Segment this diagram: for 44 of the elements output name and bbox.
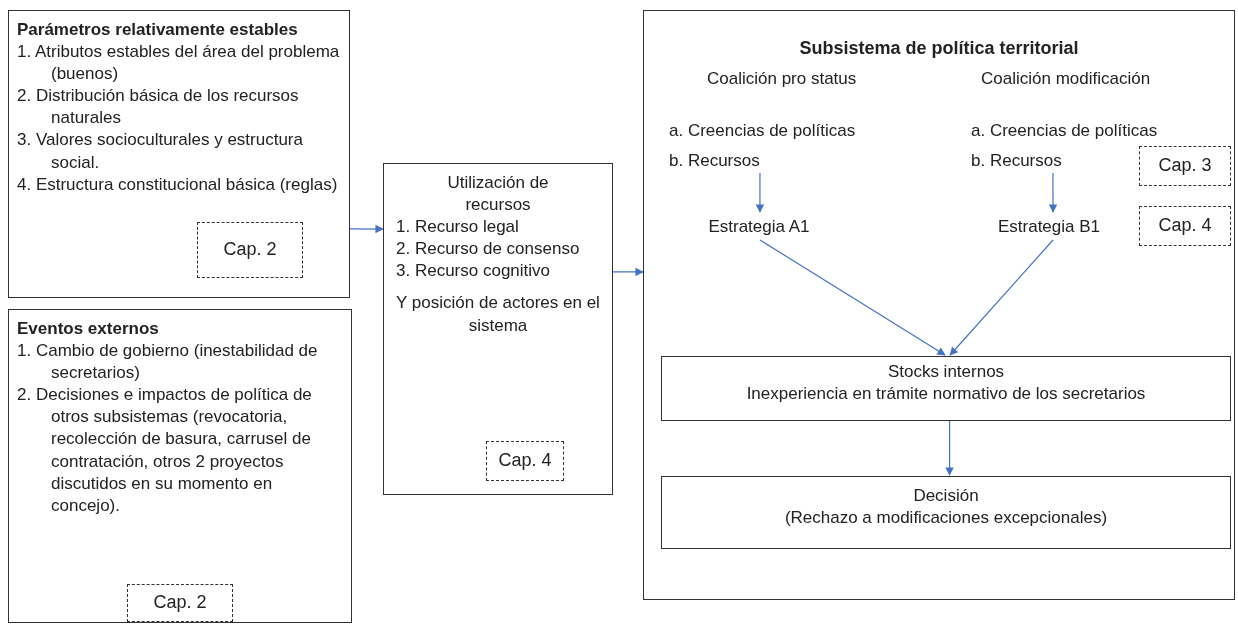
box-heading: Eventos externos — [17, 318, 160, 340]
text-label: Estrategia B1 — [979, 213, 1119, 241]
list-item: 3. Recurso cognitivo — [396, 260, 552, 283]
chapter-tag: Cap. 2 — [127, 584, 233, 622]
arrow — [349, 224, 384, 234]
list-item: 1. Cambio de gobierno (inestabilidad de secretarios) — [17, 340, 319, 385]
box-heading: Subsistema de política territorial — [798, 37, 1080, 60]
text-box — [643, 10, 1235, 600]
text-box — [8, 10, 350, 298]
list-item: 2. Distribución básica de los recursos naturales — [17, 85, 300, 130]
arrow — [759, 239, 946, 356]
arrow — [949, 239, 1054, 356]
arrow — [945, 419, 954, 476]
box-heading: Utilización de recursos — [446, 172, 550, 217]
list-item: 2. Recurso de consenso — [396, 238, 581, 261]
chapter-tag: Cap. 3 — [1139, 146, 1231, 186]
text-label: Coalición modificación — [981, 68, 1151, 90]
text-label: b. Recursos — [669, 148, 819, 174]
arrow — [1048, 172, 1058, 213]
text-box — [661, 476, 1231, 549]
box-text: (Rechazo a modificaciones excepcionales) — [783, 507, 1109, 530]
text-label: b. Recursos — [971, 148, 1121, 174]
arrow — [612, 267, 644, 277]
text-label: a. Creencias de políticas — [971, 120, 1158, 142]
chapter-tag: Cap. 2 — [197, 222, 303, 278]
text-label: Estrategia A1 — [689, 213, 829, 241]
arrow — [755, 172, 765, 213]
box-text: Decisión — [912, 485, 980, 507]
list-item: 3. Valores socioculturales y estructura social. — [17, 129, 304, 174]
box-text: Y posición de actores en el sistema — [396, 292, 600, 337]
list-item: 1. Recurso legal — [396, 216, 520, 239]
text-box — [383, 163, 613, 495]
box-text: Inexperiencia en trámite normativo de los secretarios — [745, 383, 1147, 406]
text-box — [661, 356, 1231, 421]
list-item: 4. Estructura constitucional básica (reglas) — [17, 173, 339, 196]
list-item: 1. Atributos estables del área del problema (buenos) — [17, 41, 341, 86]
text-label: a. Creencias de políticas — [669, 120, 856, 142]
chapter-tag: Cap. 4 — [486, 441, 564, 481]
box-heading: Parámetros relativamente estables — [17, 19, 299, 41]
box-text: Stocks internos — [886, 361, 1006, 383]
text-label: Coalición pro status — [707, 68, 857, 90]
text-box — [8, 309, 352, 623]
chapter-tag: Cap. 4 — [1139, 206, 1231, 246]
list-item: 2. Decisiones e impactos de política de otros subsistemas (revocatoria, recolección de basura, carrusel de contratación, otros 2 proyectos discutidos en su momento en concejo). — [17, 384, 313, 517]
